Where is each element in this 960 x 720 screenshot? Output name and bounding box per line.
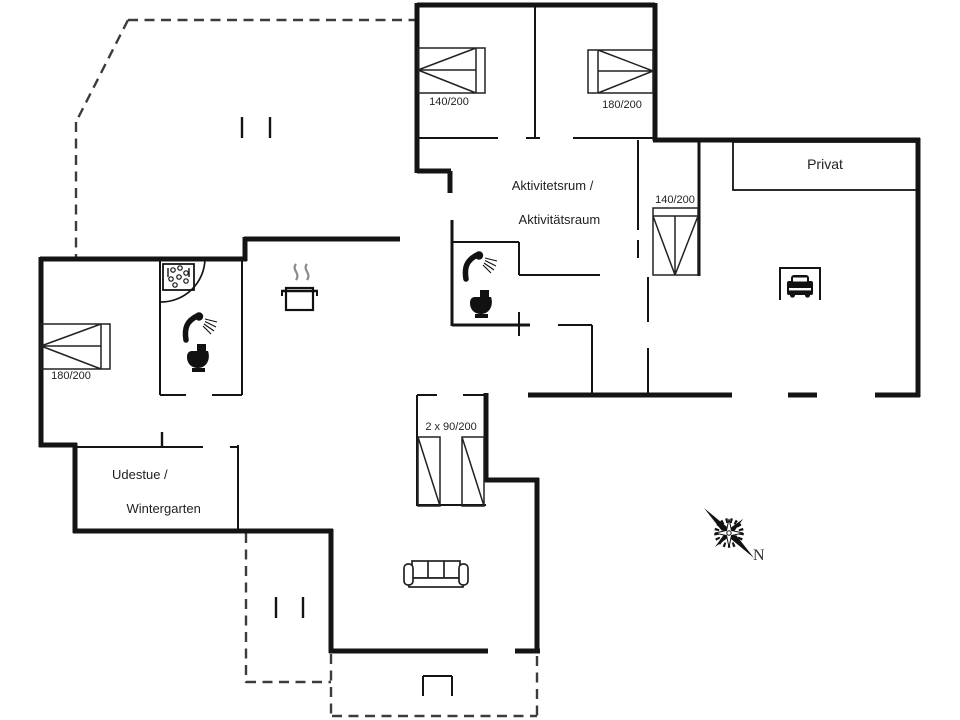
- wall-ticks: [160, 117, 305, 618]
- winter-garden-label: Udestue / Wintergarten: [112, 466, 201, 534]
- middle-bathroom-fixtures: [465, 251, 497, 318]
- washbasin-icon: [162, 263, 195, 291]
- activity-room-label-line2: Aktivitätsraum: [518, 212, 601, 227]
- left-bathroom-fixtures: [185, 312, 217, 372]
- bed-size-label-right: 140/200: [655, 194, 695, 206]
- exterior-walls: [38, 2, 921, 654]
- activity-room-label: Aktivitetsrum / Aktivitätsraum: [490, 177, 615, 245]
- private-room-box: [732, 141, 918, 191]
- winter-garden-label-line2: Wintergarten: [126, 501, 201, 516]
- car-icon: [787, 275, 813, 298]
- toilet-icon: [470, 290, 492, 318]
- stove-pot-icon: [281, 263, 318, 312]
- dashed-terrace-outline: [74, 18, 539, 718]
- bed-icons: [40, 47, 699, 507]
- private-room-label: Privat: [807, 156, 843, 172]
- garage-opening-icon: [779, 267, 821, 300]
- winter-garden-label-line1: Udestue /: [112, 467, 168, 482]
- bed-top-left-icon: [417, 47, 486, 94]
- shower-icon: [465, 251, 497, 279]
- compass-north-label: N: [753, 547, 765, 564]
- sofa-icon: [403, 560, 469, 588]
- bed-bottom-twin-icon: [417, 436, 485, 507]
- bed-top-right-icon: [587, 49, 654, 94]
- interior-walls-medium: [450, 140, 701, 327]
- carport-icon: [779, 267, 821, 300]
- bed-right-icon: [652, 207, 699, 276]
- compass-rose-icon: [704, 508, 754, 558]
- door-arc: [160, 258, 206, 303]
- activity-room-label-line1: Aktivitetsrum /: [511, 178, 594, 193]
- bed-left-icon: [40, 323, 111, 370]
- bed-size-label-top-right: 180/200: [602, 99, 642, 111]
- interior-walls: [77, 5, 655, 696]
- shower-icon: [185, 312, 217, 340]
- bed-size-label-left: 180/200: [51, 370, 91, 382]
- bed-size-label-bottom: 2 x 90/200: [425, 421, 477, 433]
- toilet-icon: [187, 344, 209, 372]
- bed-size-label-top-left: 140/200: [429, 96, 469, 108]
